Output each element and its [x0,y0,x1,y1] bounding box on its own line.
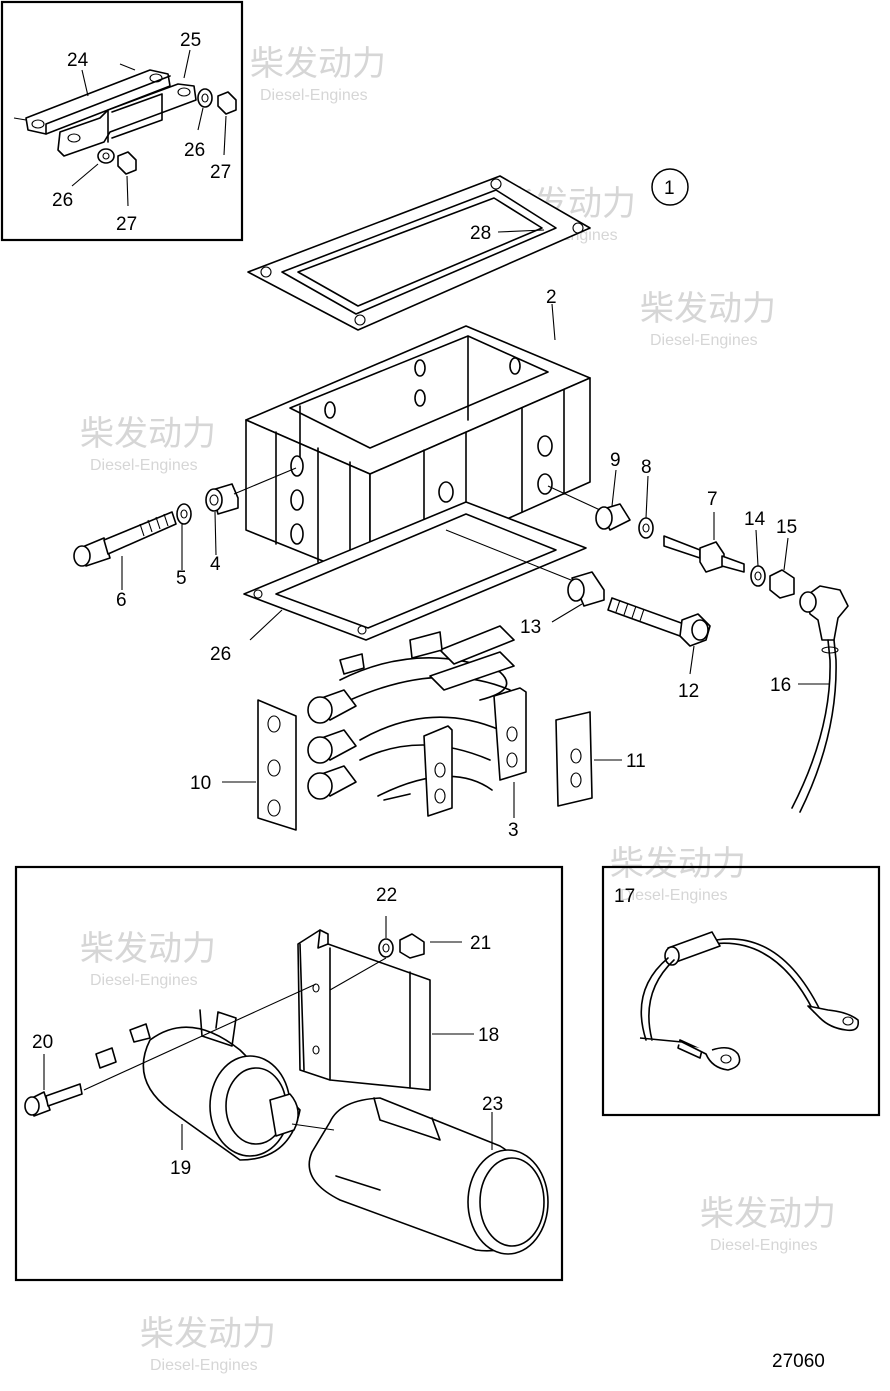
washer-stud-part [750,565,766,587]
nut-part [117,151,137,175]
watermark-cn: 柴发动力 [140,1315,276,1353]
watermark-cn: 柴发动力 [80,930,216,968]
callout-26: 26 [184,140,205,161]
callout-27: 27 [210,162,231,183]
callout-23: 23 [482,1094,503,1115]
inset-cable-detail: 17 [601,865,881,1117]
washer-22-part [378,938,394,958]
callout-21: 21 [470,933,491,954]
ground-cable-part [639,931,860,1071]
callout-27: 27 [116,214,137,235]
watermark-en: Diesel-Engines [650,332,758,349]
stud-part [663,535,745,573]
callout-13: 13 [520,617,541,638]
watermark-en: Diesel-Engines [90,972,198,989]
callout-24: 24 [67,50,89,71]
callout-17: 17 [614,886,635,907]
callout-4: 4 [210,554,221,575]
callout-18: 18 [478,1025,499,1046]
callout-25: 25 [180,30,201,51]
callout-15: 15 [776,517,797,538]
callout-8: 8 [641,457,652,478]
watermark-cn: 柴发动力 [80,415,216,453]
strap-plate-part [13,63,171,135]
callout-26: 26 [210,644,231,665]
watermark-cn: 柴发动力 [610,845,746,883]
terminal-plate-left-part [257,699,297,831]
callout-20: 20 [32,1032,53,1053]
callout-12: 12 [678,681,699,702]
callout-3: 3 [508,820,519,841]
bolt-20-part [24,1083,83,1117]
inset-relay-detail: 22 21 18 20 19 [14,865,564,1282]
callout-9: 9 [610,450,621,471]
washer-part [197,88,213,108]
bolt-left-part [73,511,177,567]
nut-stud-part [769,569,795,599]
drawing-number: 27060 [772,1351,825,1372]
callout-1: 1 [664,178,675,199]
nut-part [217,91,237,115]
relay-cover-part [308,1097,549,1255]
spacer-left-part [205,483,239,515]
watermark-en: Diesel-Engines [260,87,368,104]
bottom-gasket-part [243,501,587,641]
watermark-en: Diesel-Engines [90,457,198,474]
callout-2: 2 [546,287,557,308]
top-gasket-part [247,175,591,331]
callout-6: 6 [116,590,127,611]
mount-bracket-part [297,929,431,1091]
washer-right-part [638,517,654,539]
relay-part [95,1009,301,1161]
spacer-right-part [595,503,631,531]
terminal-plate-right-part [555,711,593,807]
watermark-cn: 柴发动力 [700,1195,836,1233]
watermark-cn: 柴发动力 [640,290,776,328]
spacer-lower-part [567,571,605,607]
washer-left-part [176,503,192,525]
group-number-badge [651,168,689,206]
callout-10: 10 [190,773,211,794]
fuse-assembly-part [307,625,527,817]
callout-5: 5 [176,568,187,589]
watermark-en: Diesel-Engines [710,1237,818,1254]
washer-part [97,148,115,164]
nut-21-part [399,933,425,959]
inset-bracket-detail [0,0,244,242]
callout-14: 14 [744,509,766,530]
callout-11: 11 [626,751,646,772]
callout-28: 28 [470,223,491,244]
callout-7: 7 [707,489,718,510]
callout-16: 16 [770,675,791,696]
cable-part [791,585,849,813]
watermark-en: Diesel-Engines [150,1357,258,1374]
bracket-part [57,83,197,157]
callout-22: 22 [376,885,397,906]
watermark-cn: 柴发动力 [250,45,386,83]
callout-19: 19 [170,1158,191,1179]
bolt-lower-part [607,597,711,647]
callout-26: 26 [52,190,73,211]
watermark-en: Diesel-Engines [620,887,728,904]
